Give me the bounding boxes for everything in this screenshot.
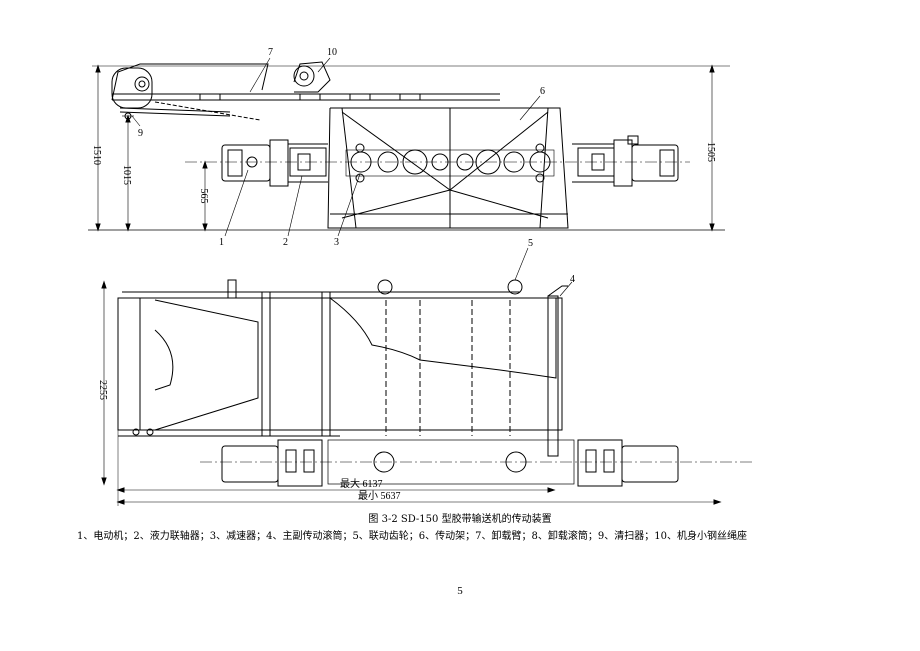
callout-5: 5 (528, 238, 533, 249)
dim-min-length: 最小 5637 (358, 490, 401, 502)
callout-4: 4 (570, 274, 575, 285)
callout-6: 6 (540, 86, 545, 97)
elevation-view (88, 57, 730, 237)
callout-2: 2 (283, 237, 288, 248)
callout-9: 9 (138, 128, 143, 139)
callout-7: 7 (268, 47, 273, 58)
callout-1: 1 (219, 237, 224, 248)
dim-2255: 2255 (97, 380, 108, 400)
callout-3: 3 (334, 237, 339, 248)
dim-1510: 1510 (91, 145, 102, 165)
page-number: 5 (457, 585, 463, 597)
figure-legend: 1、电动机；2、液力联轴器；3、减速器；4、主副传动滚筒；5、联动齿轮；6、传动… (77, 531, 747, 542)
dim-1015: 1015 (121, 165, 132, 185)
dim-1505: 1505 (705, 142, 716, 162)
dim-565: 565 (198, 189, 209, 204)
figure-caption: 图 3-2 SD-150 型胶带输送机的传动装置 (368, 514, 552, 525)
dim-max-length: 最大 6137 (340, 477, 383, 490)
plan-view (101, 247, 755, 506)
callout-10: 10 (327, 47, 337, 58)
